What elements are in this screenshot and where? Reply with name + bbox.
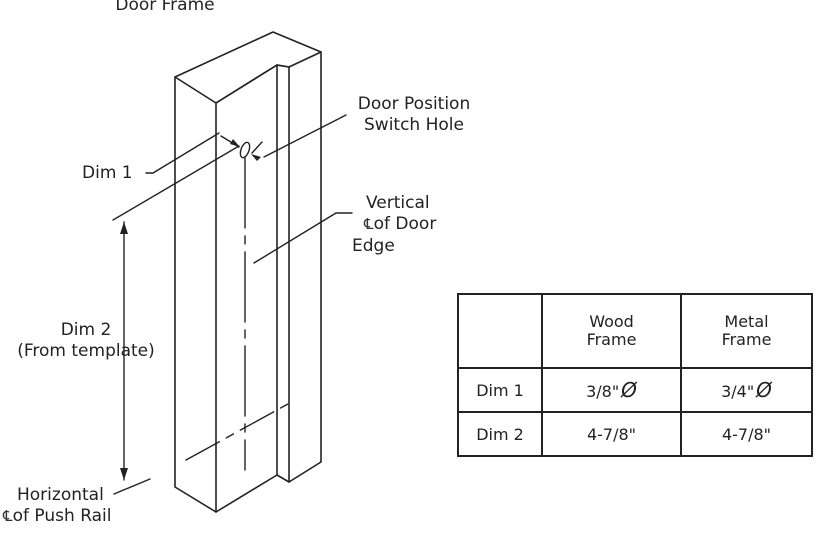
door-position-text-1: Door Position — [357, 94, 471, 114]
frame-stop-face — [288, 51, 322, 483]
dim1-leader — [145, 132, 220, 174]
horizontal-label: Horizontal ℄of Push Rail — [3, 485, 112, 528]
vertical-text-2: of Door — [373, 214, 437, 235]
table-row: Dim 1 3/8"Ø 3/4"Ø — [457, 367, 813, 413]
dim1-label: Dim 1 — [82, 163, 133, 184]
cell-dim1-metal: 3/4"Ø — [680, 367, 813, 413]
dim1-extension-b — [251, 141, 263, 154]
dimension-table: Wood Frame Metal Frame Dim 1 3/8"Ø 3/4"Ø… — [457, 293, 813, 457]
frame-left-face — [174, 76, 217, 513]
horizontal-text-1: Horizontal — [17, 485, 104, 505]
frame-top-face — [174, 31, 322, 104]
dim2-top-extension — [112, 145, 240, 221]
dim1-metal-value: 3/4" — [721, 382, 755, 401]
cell-dim1-wood: 3/8"Ø — [541, 367, 682, 413]
vertical-label: Vertical ℄of Door Edge — [352, 193, 436, 257]
door-position-text-2: Switch Hole — [364, 115, 464, 136]
dim1-text: Dim 1 — [82, 163, 133, 183]
dim2-text-2: (From template) — [17, 341, 155, 362]
wood-header-line-1: Wood — [589, 311, 634, 331]
vertical-leader — [253, 212, 353, 264]
table-header-wood: Wood Frame — [541, 293, 682, 369]
cell-dim2-metal: 4-7/8" — [680, 411, 813, 457]
vertical-text-3: Edge — [352, 235, 395, 256]
row-label-dim1: Dim 1 — [457, 367, 543, 413]
door-frame-label: Door Frame — [100, 0, 230, 16]
dim1-wood-value: 3/8" — [586, 382, 620, 401]
metal-header-line-2: Frame — [721, 330, 772, 349]
horizontal-text-2-wrap: ℄of Push Rail — [3, 506, 112, 527]
centerline-symbol: ℄ — [3, 507, 13, 526]
switch-hole — [239, 141, 251, 159]
table-header-empty — [457, 293, 543, 369]
door-position-leader — [263, 114, 347, 158]
dim2-arrow-top — [120, 222, 128, 234]
frame-front-face — [215, 64, 278, 513]
row-label-dim2: Dim 2 — [457, 411, 543, 457]
metal-header-line-1: Metal — [724, 311, 769, 331]
table-row: Dim 2 4-7/8" 4-7/8" — [457, 411, 813, 457]
vertical-text-2-wrap: ℄of Door — [358, 214, 436, 235]
switch-arrow-right — [251, 154, 261, 161]
door-position-label: Door Position Switch Hole — [334, 94, 494, 137]
dim2-label: Dim 2 (From template) — [6, 320, 166, 363]
centerline-symbol: ℄ — [364, 215, 374, 234]
vertical-text-1: Vertical — [366, 193, 430, 213]
horizontal-text-2: of Push Rail — [12, 506, 112, 527]
door-frame-text: Door Frame — [115, 0, 215, 15]
diameter-symbol: Ø — [756, 378, 772, 402]
table-header-metal: Metal Frame — [680, 293, 813, 369]
dim2-text-1: Dim 2 — [60, 320, 112, 340]
switch-arrow-left — [230, 139, 240, 147]
table-header-row: Wood Frame Metal Frame — [457, 293, 813, 369]
diameter-symbol: Ø — [621, 378, 637, 402]
wood-header-line-2: Frame — [586, 330, 637, 349]
dim2-bottom-extension — [113, 478, 151, 495]
cell-dim2-wood: 4-7/8" — [541, 411, 682, 457]
horizontal-centerline — [185, 403, 289, 461]
frame-stop-inner — [276, 64, 290, 483]
dim2-arrow-bottom — [120, 468, 128, 480]
